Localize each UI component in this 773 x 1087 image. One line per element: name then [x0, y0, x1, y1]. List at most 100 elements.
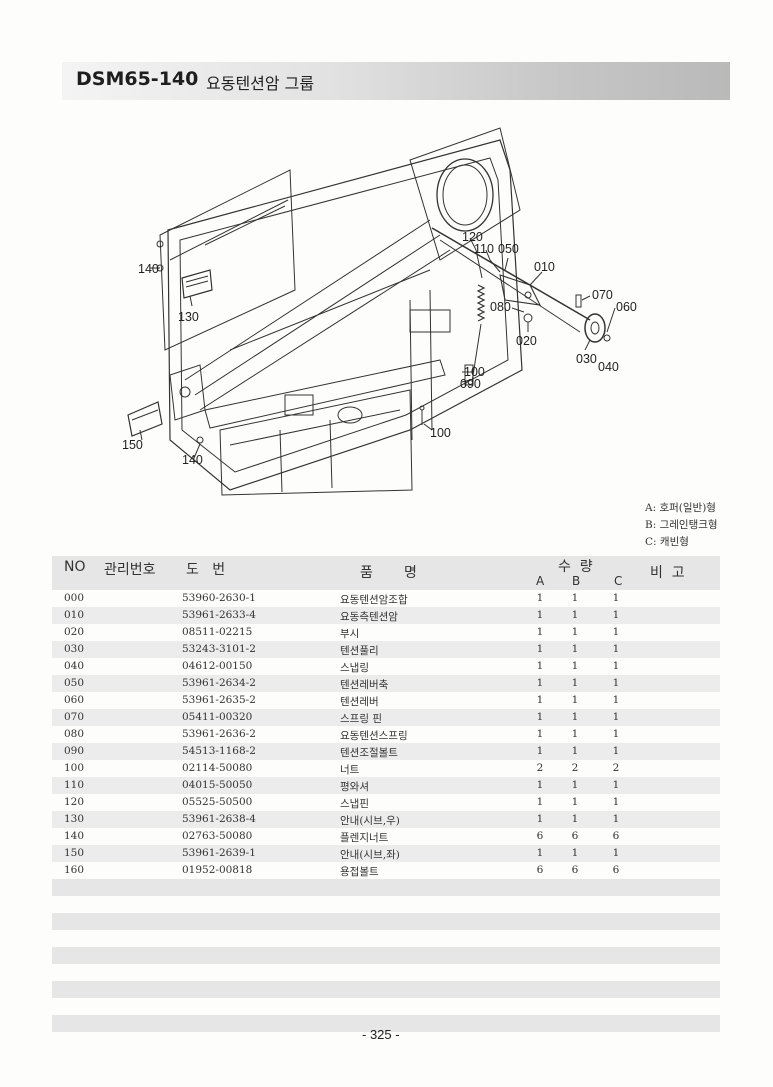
header-drawing-no: 도 번: [186, 562, 226, 578]
qty-b: 6: [571, 864, 579, 876]
part-name: 요동텐션스프링: [340, 730, 408, 742]
header-mgmt-no: 관리번호: [104, 562, 156, 578]
model-legend: A: 호퍼(일반)형 B: 그레인탱크형 C: 캐빈형: [645, 500, 718, 551]
qty-b: 1: [571, 711, 579, 723]
part-name: 너트: [340, 764, 360, 776]
qty-c: 1: [612, 609, 620, 621]
drawing-no: 01952-00818: [182, 864, 253, 876]
qty-b: 1: [571, 643, 579, 655]
qty-a: 1: [536, 728, 544, 740]
callout-010: 010: [534, 260, 555, 274]
qty-b: 1: [571, 677, 579, 689]
group-title: 요동텐션암 그룹: [206, 74, 315, 93]
callout-060: 060: [616, 300, 637, 314]
callout-100-upper: 100: [464, 365, 485, 379]
qty-c: 1: [612, 796, 620, 808]
part-name: 텐션레버축: [340, 679, 389, 691]
empty-row: [52, 930, 720, 947]
empty-row: [52, 879, 720, 896]
part-no: 150: [64, 847, 85, 859]
callout-110: 110: [474, 242, 494, 256]
qty-c: 1: [612, 745, 620, 757]
qty-a: 1: [536, 609, 544, 621]
page-number: - 325 -: [362, 1027, 400, 1042]
header-remark: 비 고: [650, 565, 685, 581]
callout-080: 080: [490, 300, 511, 314]
drawing-no: 53961-2639-1: [182, 847, 256, 859]
part-no: 140: [64, 830, 85, 842]
drawing-no: 08511-02215: [182, 626, 253, 638]
table-header: NO 관리번호 도 번 품 명 수 량 A B C 비 고: [52, 556, 720, 590]
table-row: 140 02763-50080 플렌지너트 6 6 6: [52, 828, 720, 845]
qty-c: 1: [612, 813, 620, 825]
qty-b: 1: [571, 592, 579, 604]
part-name: 평와셔: [340, 781, 369, 793]
callout-050: 050: [498, 242, 519, 256]
drawing-no: 53961-2634-2: [182, 677, 256, 689]
empty-row: [52, 998, 720, 1015]
qty-c: 6: [612, 830, 620, 842]
qty-b: 1: [571, 626, 579, 638]
drawing-no: 04015-50050: [182, 779, 253, 791]
qty-a: 1: [536, 626, 544, 638]
qty-a: 1: [536, 660, 544, 672]
header-part-name: 품 명: [360, 565, 417, 581]
header-quantity: 수 량: [558, 559, 593, 575]
legend-item-a: A: 호퍼(일반)형: [645, 502, 716, 514]
qty-a: 1: [536, 796, 544, 808]
qty-c: 1: [612, 643, 620, 655]
qty-a: 2: [536, 762, 544, 774]
part-name: 스냅링: [340, 662, 369, 674]
qty-b: 6: [571, 830, 579, 842]
part-name: 텐션조절볼트: [340, 747, 398, 759]
empty-row: [52, 981, 720, 998]
qty-a: 1: [536, 677, 544, 689]
group-code: DSM65-140: [76, 68, 199, 90]
part-name: 요동텐션암조합: [340, 594, 408, 606]
qty-b: 1: [571, 745, 579, 757]
part-name: 스프링 핀: [340, 713, 382, 725]
part-no: 160: [64, 864, 85, 876]
empty-row: [52, 1015, 720, 1032]
qty-c: 1: [612, 847, 620, 859]
part-no: 020: [64, 626, 85, 638]
qty-b: 1: [571, 694, 579, 706]
qty-c: 2: [612, 762, 620, 774]
part-name: 용접볼트: [340, 866, 379, 878]
qty-a: 6: [536, 830, 544, 842]
part-no: 100: [64, 762, 85, 774]
callout-030: 030: [576, 352, 597, 366]
header-qty-c: C: [614, 574, 623, 588]
qty-b: 1: [571, 660, 579, 672]
part-no: 000: [64, 592, 85, 604]
qty-c: 1: [612, 728, 620, 740]
part-name: 플렌지너트: [340, 832, 389, 844]
qty-c: 1: [612, 711, 620, 723]
part-no: 040: [64, 660, 85, 672]
header-no: NO: [64, 559, 86, 575]
drawing-no: 53243-3101-2: [182, 643, 256, 655]
qty-a: 1: [536, 847, 544, 859]
part-name: 텐션레버: [340, 696, 379, 708]
drawing-no: 02763-50080: [182, 830, 253, 842]
qty-b: 2: [571, 762, 579, 774]
part-no: 010: [64, 609, 85, 621]
qty-b: 1: [571, 847, 579, 859]
qty-a: 1: [536, 711, 544, 723]
part-name: 부시: [340, 628, 360, 640]
header-qty-b: B: [572, 574, 581, 588]
qty-b: 1: [571, 813, 579, 825]
